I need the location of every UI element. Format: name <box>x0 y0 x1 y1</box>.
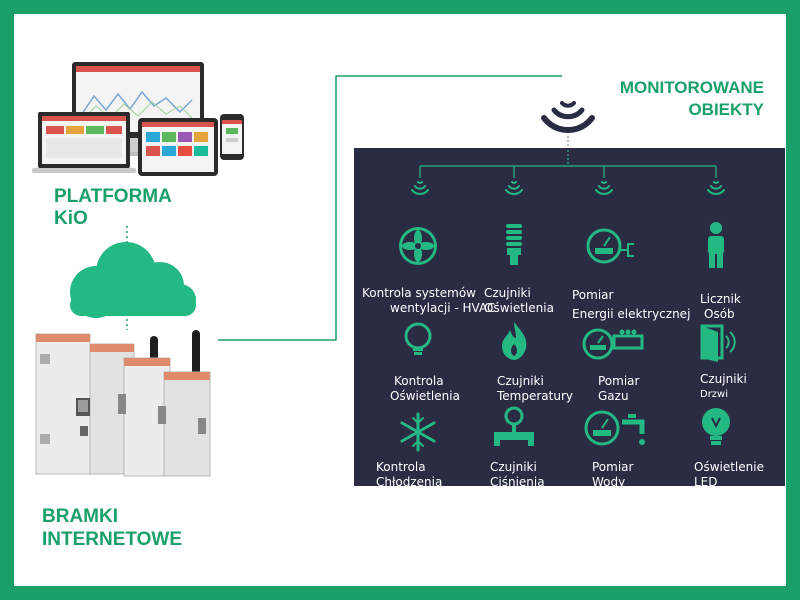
devices-illustration <box>32 62 244 176</box>
sensor-label-water: Pomiar Wody <box>592 460 634 489</box>
sensor-label-light-sensors: Czujniki Oświetlenia <box>484 286 554 315</box>
water-meter-icon <box>584 410 645 446</box>
gateways-label-line2: INTERNETOWE <box>42 529 183 550</box>
cloud-icon <box>70 242 196 318</box>
sensor-label-pressure: Czujniki Ciśnienia <box>490 460 545 489</box>
platform-label: PLATFORMA KiO <box>54 186 172 230</box>
gateways-label-line1: BRAMKI <box>42 506 118 527</box>
wifi-signal-icon <box>541 101 595 148</box>
platform-label-line2: KiO <box>54 208 88 229</box>
monitored-label: MONITOROWANE OBIEKTY <box>620 77 764 121</box>
flame-icon <box>502 322 527 360</box>
person-icon <box>708 222 724 268</box>
sensor-label-cooling: Kontrola Chłodzenia <box>376 460 443 489</box>
gas-meter-icon <box>582 328 644 360</box>
sensor-label-led: Oświetlenie LED <box>694 460 764 489</box>
sensor-label-electricity: Pomiar Energii elektrycznej <box>572 288 691 321</box>
monitored-objects-panel: Kontrola systemów wentylacji - HVAC Czuj… <box>354 148 785 489</box>
fan-icon <box>399 227 437 265</box>
sensor-label-lighting-control: Kontrola Oświetlenia <box>390 374 460 403</box>
platform-label-line1: PLATFORMA <box>54 186 172 207</box>
connector-line <box>218 75 562 341</box>
gateway-devices-illustration <box>35 330 211 477</box>
electric-meter-icon <box>586 228 634 264</box>
gateways-label: BRAMKI INTERNETOWE <box>42 505 182 551</box>
diagram-frame: PLATFORMA KiO <box>14 14 786 586</box>
panel-graphics <box>399 150 736 452</box>
door-icon <box>700 324 736 362</box>
monitored-label-line2: OBIEKTY <box>688 100 764 119</box>
led-bulb-icon <box>702 408 730 445</box>
energy-saving-bulb-icon <box>506 224 522 265</box>
sensor-label-temperature: Czujniki Temperatury <box>497 374 573 403</box>
sensor-label-door: Czujniki Drzwi <box>700 372 747 400</box>
sensor-label-hvac: Kontrola systemów wentylacji - HVAC <box>362 286 496 315</box>
light-bulb-icon <box>404 322 432 355</box>
monitored-label-line1: MONITOROWANE <box>619 78 764 97</box>
pressure-gauge-icon <box>494 406 534 446</box>
snowflake-icon <box>400 412 436 452</box>
sensor-label-gas: Pomiar Gazu <box>598 374 640 403</box>
sensor-label-people-counter: Licznik Osób <box>700 292 741 321</box>
